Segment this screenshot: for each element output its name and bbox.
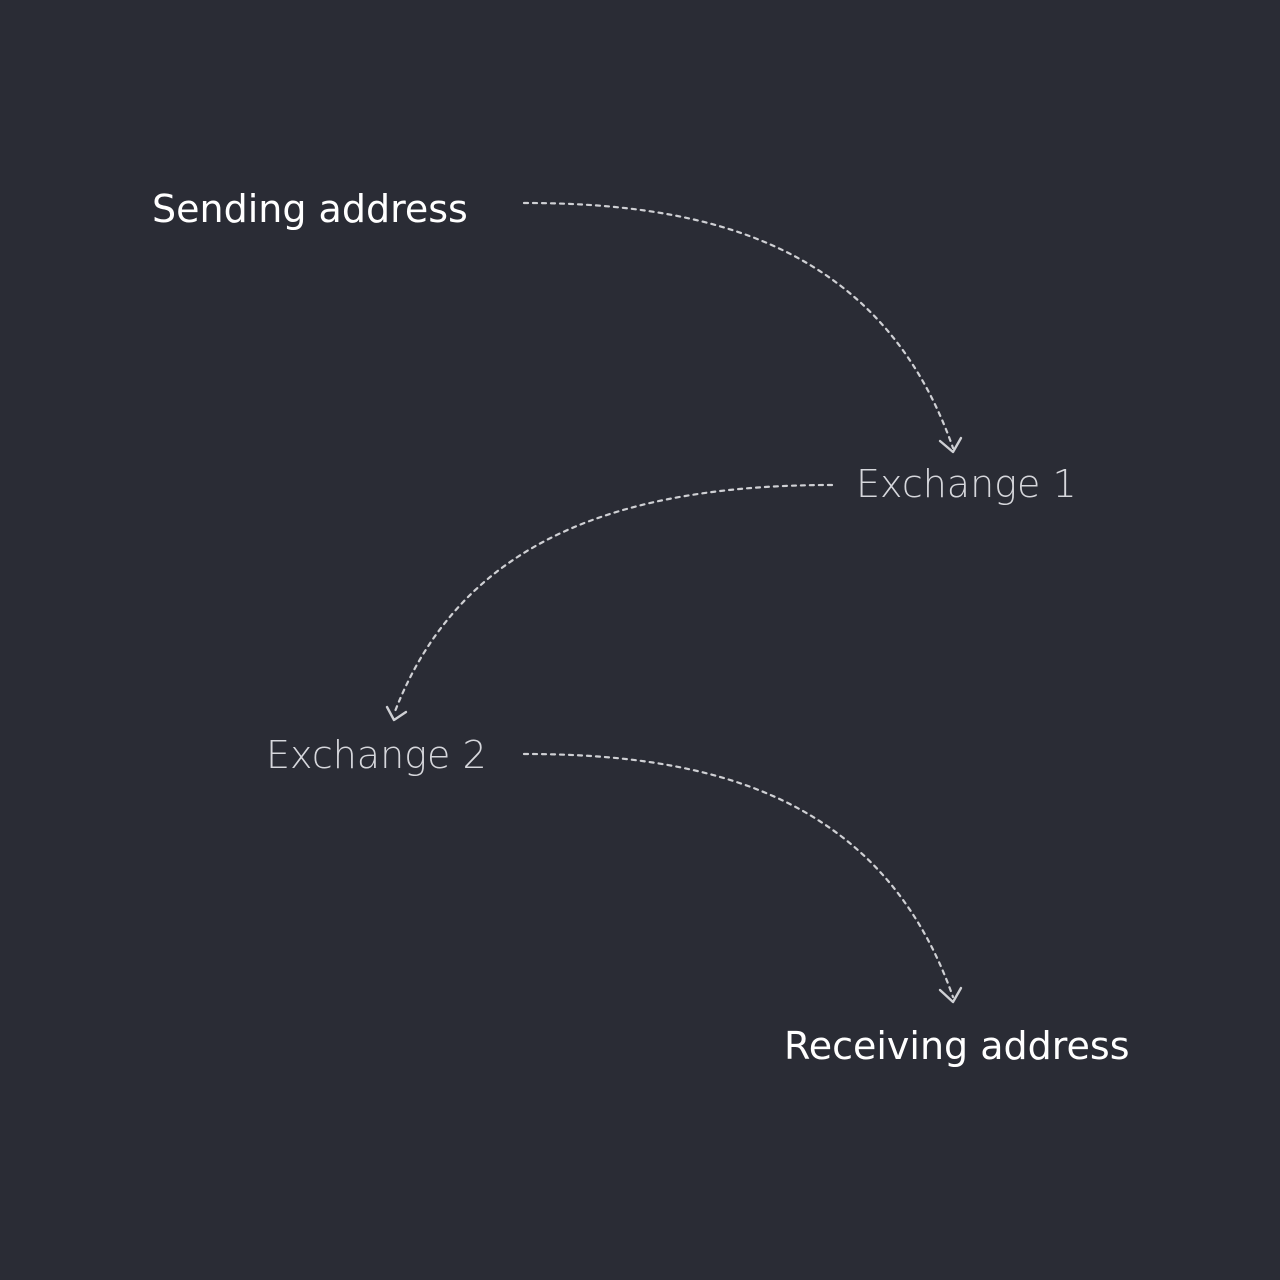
node-receiving-address: Receiving address	[784, 1024, 1130, 1068]
dashed-connector	[522, 752, 955, 999]
node-exchange-2: Exchange 2	[266, 733, 487, 777]
dashed-connector	[392, 483, 834, 716]
dashed-connector	[522, 201, 955, 450]
edge-exchange1-to-exchange2	[385, 483, 834, 722]
node-sending-address: Sending address	[152, 187, 468, 231]
node-exchange-1: Exchange 1	[856, 462, 1077, 506]
arrow-head-icon	[938, 436, 963, 454]
edge-exchange2-to-receiving	[522, 752, 963, 1004]
arrow-head-icon	[938, 986, 963, 1004]
arrow-head-icon	[385, 705, 408, 722]
edge-sending-to-exchange1	[522, 201, 963, 454]
